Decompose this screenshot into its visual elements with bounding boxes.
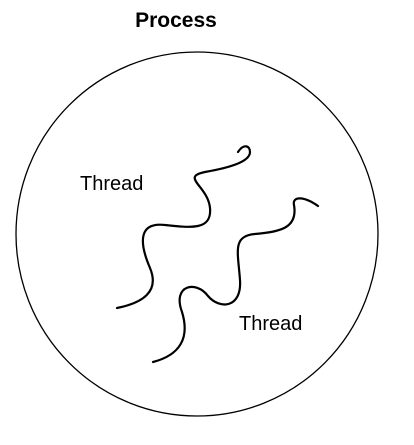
process-title: Process [135, 9, 217, 32]
thread-1-squiggle [115, 145, 252, 310]
thread-2-squiggle [151, 197, 320, 364]
thread-label-2: Thread [239, 313, 303, 335]
thread-label-1: Thread [80, 173, 144, 195]
process-circle [15, 51, 379, 417]
